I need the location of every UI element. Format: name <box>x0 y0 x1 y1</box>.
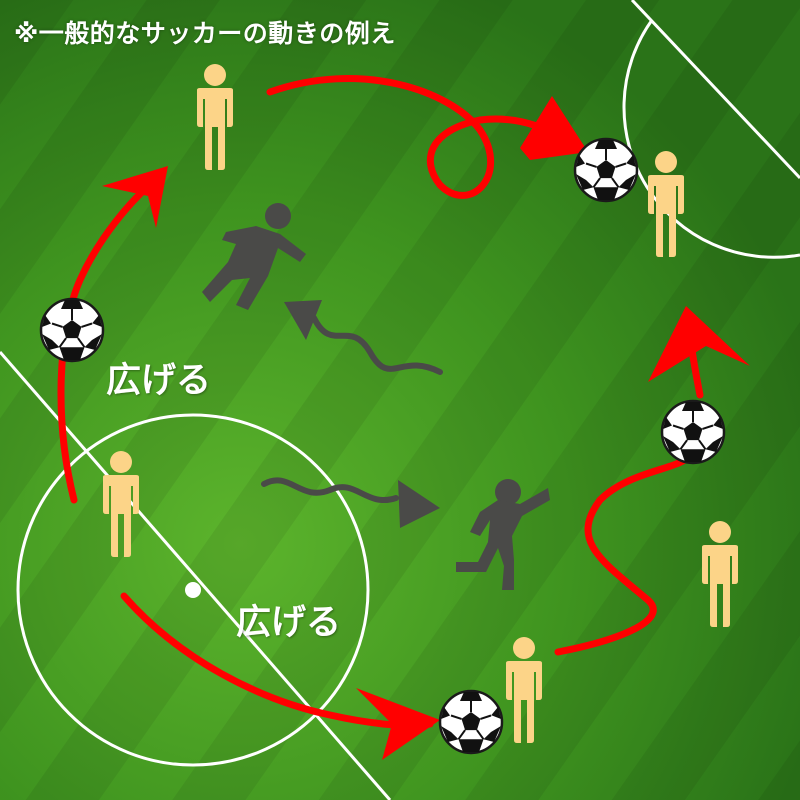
dribble-arrow-2 <box>261 477 399 503</box>
pass-arrow-top <box>266 75 584 199</box>
dribble-arrowhead-1 <box>284 300 322 340</box>
center-circle <box>16 413 370 767</box>
pass-arrowheads <box>102 96 750 760</box>
spread-label-upper: 広げる <box>106 361 212 401</box>
pass-arrows <box>57 75 704 730</box>
soccer-ball-3 <box>660 399 726 465</box>
opponent-1 <box>202 203 306 310</box>
pass-arrow-right-lower <box>554 451 694 656</box>
soccer-ball-2 <box>573 137 639 203</box>
opponent-2 <box>456 479 550 590</box>
dribble-arrowhead-2 <box>398 480 440 528</box>
dribble-arrows <box>261 315 443 503</box>
diagram-caption: ※一般的なサッカーの動きの例え <box>14 19 396 48</box>
spread-label-lower: 広げる <box>236 603 342 643</box>
penalty-arc <box>622 19 800 259</box>
dribble-arrow-1 <box>311 315 443 375</box>
center-spot <box>185 582 201 598</box>
pass-arrow-left <box>57 174 162 504</box>
soccer-ball-4 <box>438 689 504 755</box>
soccer-ball-1 <box>39 297 105 363</box>
penalty-box-line <box>630 0 800 180</box>
